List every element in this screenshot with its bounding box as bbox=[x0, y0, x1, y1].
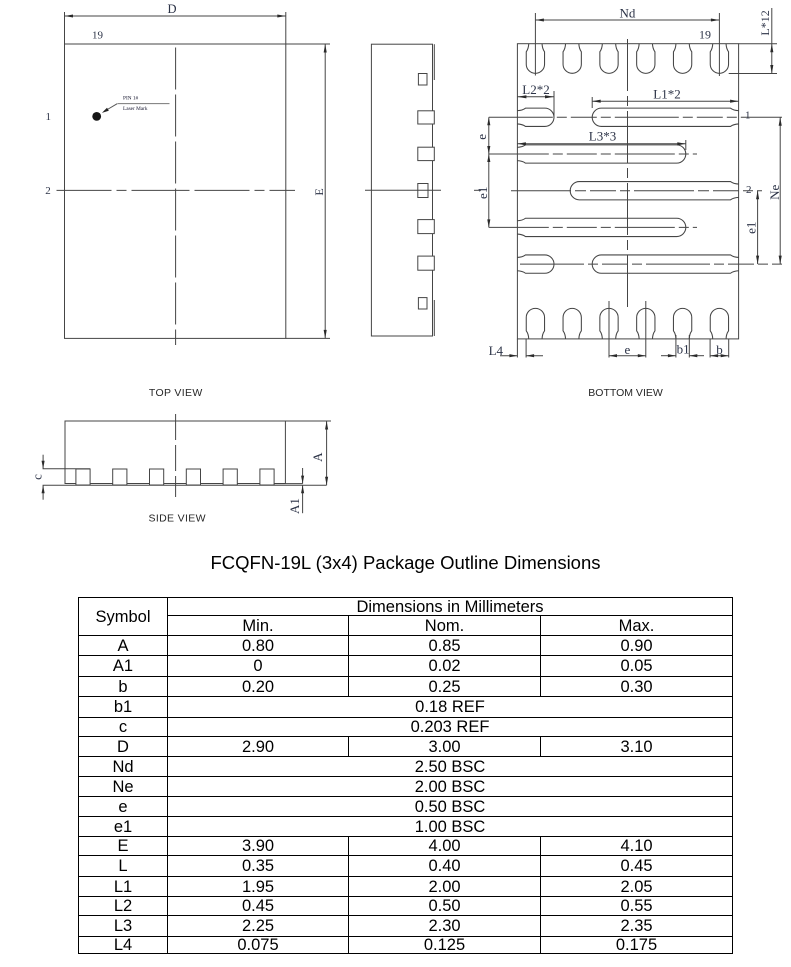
svg-text:E: E bbox=[312, 188, 326, 195]
svg-text:L*12: L*12 bbox=[758, 10, 772, 35]
svg-text:SIDE VIEW: SIDE VIEW bbox=[149, 513, 206, 525]
svg-text:PIN 1#: PIN 1# bbox=[123, 95, 139, 101]
svg-text:e1: e1 bbox=[743, 222, 758, 234]
svg-text:L3*3: L3*3 bbox=[589, 129, 616, 144]
svg-text:b: b bbox=[716, 342, 723, 357]
svg-text:2: 2 bbox=[45, 185, 51, 197]
svg-text:c: c bbox=[30, 474, 45, 480]
svg-text:e1: e1 bbox=[475, 187, 490, 199]
svg-text:1: 1 bbox=[46, 111, 52, 123]
svg-text:L4: L4 bbox=[489, 343, 504, 358]
svg-text:2: 2 bbox=[746, 184, 752, 196]
svg-text:BOTTOM VIEW: BOTTOM VIEW bbox=[588, 387, 663, 399]
svg-text:A1: A1 bbox=[287, 498, 302, 514]
svg-text:b1: b1 bbox=[677, 342, 690, 357]
svg-text:Ne: Ne bbox=[767, 184, 782, 199]
svg-text:e: e bbox=[474, 134, 489, 140]
svg-text:A: A bbox=[310, 452, 325, 462]
svg-text:1: 1 bbox=[745, 110, 751, 122]
svg-text:Laser Mark: Laser Mark bbox=[123, 106, 148, 112]
svg-text:19: 19 bbox=[699, 28, 711, 42]
svg-text:L2*2: L2*2 bbox=[522, 82, 549, 97]
svg-text:19: 19 bbox=[92, 30, 104, 42]
svg-text:TOP VIEW: TOP VIEW bbox=[149, 387, 203, 399]
svg-text:D: D bbox=[167, 2, 176, 16]
svg-text:Nd: Nd bbox=[619, 6, 635, 21]
svg-text:L1*2: L1*2 bbox=[653, 87, 680, 102]
svg-text:e: e bbox=[625, 342, 631, 357]
